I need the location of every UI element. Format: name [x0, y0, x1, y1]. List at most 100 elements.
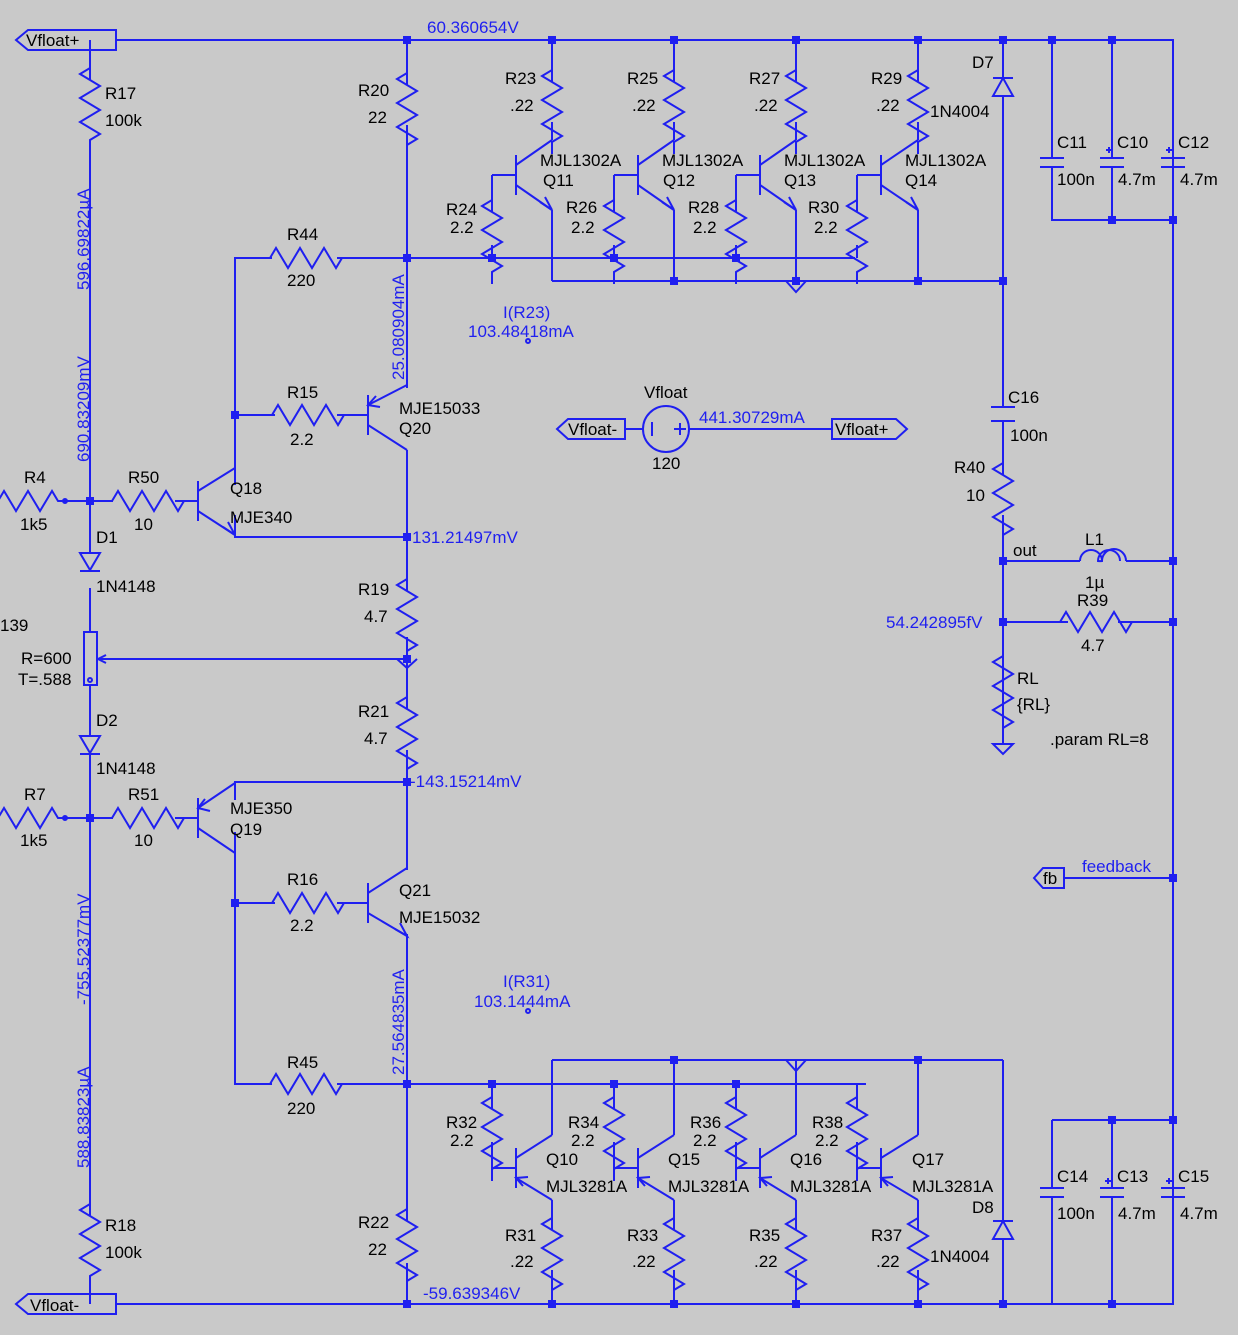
ref-q14-model: MJL1302A — [905, 151, 987, 170]
transistor-q21 — [367, 867, 410, 939]
ref-q15: Q15 — [668, 1150, 700, 1169]
ref-q17: Q17 — [912, 1150, 944, 1169]
ref-d1: D1 — [96, 528, 118, 547]
ground-icon — [990, 743, 1016, 756]
ref-r40: R40 — [954, 458, 985, 477]
ref-r35: R35 — [749, 1226, 780, 1245]
resistor-r21 — [396, 696, 418, 782]
ref-r28: R28 — [688, 198, 719, 217]
ref-r51: R51 — [128, 785, 159, 804]
val-r31: .22 — [510, 1252, 534, 1271]
ref-r24: R24 — [446, 200, 477, 219]
ref-r16: R16 — [287, 870, 318, 889]
ref-r50: R50 — [128, 468, 159, 487]
capacitor-c13 — [1100, 1178, 1124, 1198]
ref-d2: D2 — [96, 711, 118, 730]
capacitor-c16 — [991, 406, 1015, 422]
transistor-q19 — [196, 782, 236, 854]
resistor-r26 — [603, 199, 625, 285]
ref-r7: R7 — [24, 785, 46, 804]
ref-q19: Q19 — [230, 820, 262, 839]
resistor-r23 — [541, 69, 563, 155]
val-r26: 2.2 — [571, 218, 595, 237]
ref-q12: Q12 — [663, 171, 695, 190]
ref-c14: C14 — [1057, 1167, 1088, 1186]
ref-r36: R36 — [690, 1113, 721, 1132]
junctions — [86, 36, 1177, 1308]
val-r29: .22 — [876, 96, 900, 115]
resistor-r31 — [541, 1217, 563, 1303]
val-pot-r: R=600 — [21, 649, 72, 668]
capacitor-c15 — [1161, 1178, 1185, 1198]
resistor-r27 — [785, 69, 807, 155]
diode-d1 — [78, 552, 102, 572]
readout-i-vfloat: 441.30729mA — [699, 408, 806, 427]
net-label-vfloat-plus: Vfloat+ — [26, 31, 79, 50]
val-d2: 1N4148 — [96, 759, 156, 778]
flag-fb — [1032, 867, 1065, 889]
transistor-q11 — [515, 139, 553, 211]
readout-v-node-bottom: -143.15214mV — [410, 772, 522, 791]
val-r7: 1k5 — [20, 831, 47, 850]
transistor-q16 — [757, 1134, 797, 1201]
val-r16: 2.2 — [290, 916, 314, 935]
resistor-r20 — [396, 72, 418, 158]
ref-vfloat: Vfloat — [644, 383, 688, 402]
diode-d7 — [991, 75, 1015, 97]
flag-vfloat-minus — [14, 1293, 117, 1315]
ref-r21: R21 — [358, 702, 389, 721]
net-label-out: out — [1013, 541, 1037, 560]
ref-q21-model: MJE15032 — [399, 908, 480, 927]
val-r24: 2.2 — [450, 218, 474, 237]
net-label-vfloat-plus-src: Vfloat+ — [835, 420, 888, 439]
ref-q18-model: MJE340 — [230, 508, 292, 527]
readout-v-r17: 690.83209mV — [74, 355, 93, 462]
readout-v-r18: -755.52377mV — [74, 893, 93, 1005]
ref-r37: R37 — [871, 1226, 902, 1245]
val-c11: 100n — [1057, 170, 1095, 189]
val-r20: 22 — [368, 108, 387, 127]
transistor-q10 — [513, 1134, 553, 1201]
ref-r19: R19 — [358, 580, 389, 599]
ref-q11: Q11 — [543, 171, 574, 190]
ref-q16: Q16 — [790, 1150, 822, 1169]
val-r28: 2.2 — [693, 218, 717, 237]
resistor-r18 — [79, 1203, 101, 1289]
ref-c13: C13 — [1117, 1167, 1148, 1186]
val-rl: {RL} — [1017, 695, 1050, 714]
potentiometer — [83, 631, 107, 686]
readout-i-r18: 588.83823µA — [74, 1066, 93, 1168]
transistor-q15 — [635, 1134, 675, 1201]
resistor-r22 — [396, 1208, 418, 1294]
transistor-q18 — [197, 467, 236, 536]
net-flags — [14, 29, 1065, 1315]
transistor-q13 — [759, 139, 797, 211]
val-r45: 220 — [287, 1099, 315, 1118]
val-c12: 4.7m — [1180, 170, 1218, 189]
transistor-q20 — [366, 384, 408, 451]
ref-q21: Q21 — [399, 881, 431, 900]
wires — [65, 39, 1174, 1305]
ref-q16-model: MJL3281A — [790, 1177, 872, 1196]
readout-i-r31-label: I(R31) — [503, 972, 550, 991]
readout-v-bottom: -59.639346V — [423, 1284, 521, 1303]
ref-q15-model: MJL3281A — [668, 1177, 750, 1196]
capacitors — [991, 147, 1185, 1198]
capacitor-c12 — [1161, 147, 1185, 168]
ref-r22: R22 — [358, 1213, 389, 1232]
diodes — [78, 75, 1015, 1240]
resistor-r28 — [725, 199, 747, 285]
val-c16: 100n — [1010, 426, 1048, 445]
flag-vfloat-minus-src — [555, 418, 626, 440]
val-r39: 4.7 — [1081, 636, 1105, 655]
resistor-r24 — [481, 199, 503, 285]
ref-q20: Q20 — [399, 419, 431, 438]
val-r22: 22 — [368, 1240, 387, 1259]
val-r25: .22 — [632, 96, 656, 115]
readout-i-r31-value: 103.1444mA — [474, 992, 571, 1011]
readout-i-r23-label: I(R23) — [503, 303, 550, 322]
spice-directive: .param RL=8 — [1050, 730, 1149, 749]
ref-rl: RL — [1017, 669, 1039, 688]
capacitor-c14 — [1040, 1187, 1064, 1198]
resistor-r29 — [907, 69, 929, 155]
